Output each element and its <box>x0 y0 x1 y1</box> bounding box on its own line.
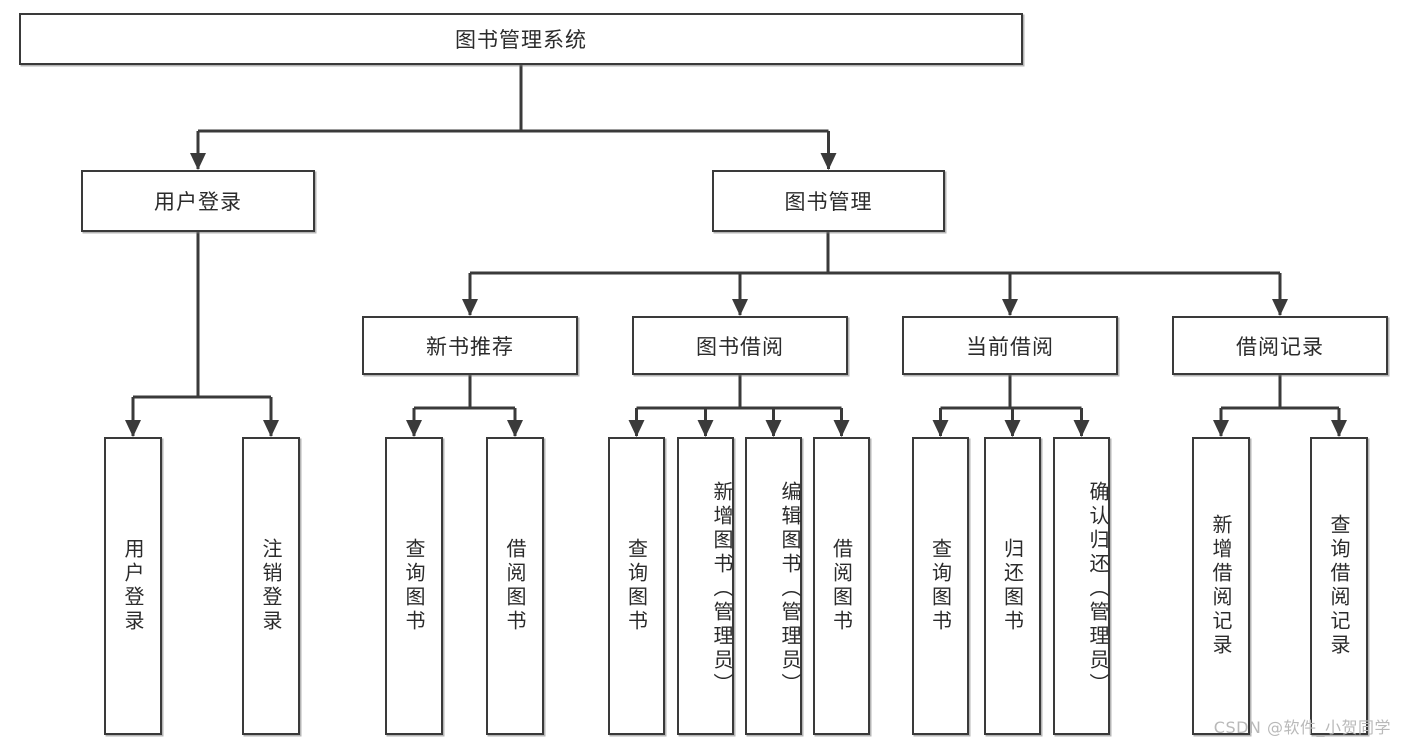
node-leaf-query-book-1[interactable]: 查询图书 <box>385 437 443 735</box>
node-borrow-record[interactable]: 借阅记录 <box>1172 316 1388 375</box>
node-label: 借阅记录 <box>1236 334 1324 359</box>
node-leaf-edit-book[interactable]: 编辑图书（管理员） <box>745 437 802 735</box>
node-leaf-query-book-3[interactable]: 查询图书 <box>912 437 969 735</box>
node-leaf-borrow-book-1[interactable]: 借阅图书 <box>486 437 544 735</box>
node-label: 确认归还（管理员） <box>1086 481 1110 697</box>
node-label: 图书借阅 <box>696 334 784 359</box>
node-current-borrow[interactable]: 当前借阅 <box>902 316 1118 375</box>
node-label: 归还图书 <box>1000 538 1025 634</box>
node-label: 用户登录 <box>121 538 145 634</box>
node-leaf-query-book-2[interactable]: 查询图书 <box>608 437 665 735</box>
node-leaf-add-record[interactable]: 新增借阅记录 <box>1192 437 1250 735</box>
node-new-book-rec[interactable]: 新书推荐 <box>362 316 578 375</box>
node-book-manage[interactable]: 图书管理 <box>712 170 945 232</box>
node-leaf-borrow-book-2[interactable]: 借阅图书 <box>813 437 870 735</box>
node-label: 查询借阅记录 <box>1327 514 1351 658</box>
watermark: CSDN @软件_小贺同学 <box>1213 718 1391 737</box>
node-label: 图书管理系统 <box>455 28 587 52</box>
node-leaf-query-record[interactable]: 查询借阅记录 <box>1310 437 1368 735</box>
node-label: 借阅图书 <box>829 538 854 634</box>
node-label: 新增图书（管理员） <box>710 481 734 697</box>
node-leaf-return-book[interactable]: 归还图书 <box>984 437 1041 735</box>
node-user-login[interactable]: 用户登录 <box>81 170 315 232</box>
node-leaf-add-book[interactable]: 新增图书（管理员） <box>677 437 734 735</box>
node-label: 借阅图书 <box>503 538 527 634</box>
node-label: 查询图书 <box>624 538 649 634</box>
node-root[interactable]: 图书管理系统 <box>19 13 1023 65</box>
node-label: 新增借阅记录 <box>1209 514 1233 658</box>
node-label: 查询图书 <box>928 538 953 634</box>
node-leaf-confirm-return[interactable]: 确认归还（管理员） <box>1053 437 1110 735</box>
node-label: 查询图书 <box>402 538 426 634</box>
node-label: 新书推荐 <box>426 334 514 359</box>
node-book-borrow[interactable]: 图书借阅 <box>632 316 848 375</box>
node-leaf-user-logout[interactable]: 注销登录 <box>242 437 300 735</box>
node-leaf-user-login[interactable]: 用户登录 <box>104 437 162 735</box>
node-label: 当前借阅 <box>966 334 1054 359</box>
node-label: 用户登录 <box>154 190 242 214</box>
node-label: 注销登录 <box>259 538 283 634</box>
node-label: 图书管理 <box>784 190 873 214</box>
node-label: 编辑图书（管理员） <box>778 481 802 697</box>
